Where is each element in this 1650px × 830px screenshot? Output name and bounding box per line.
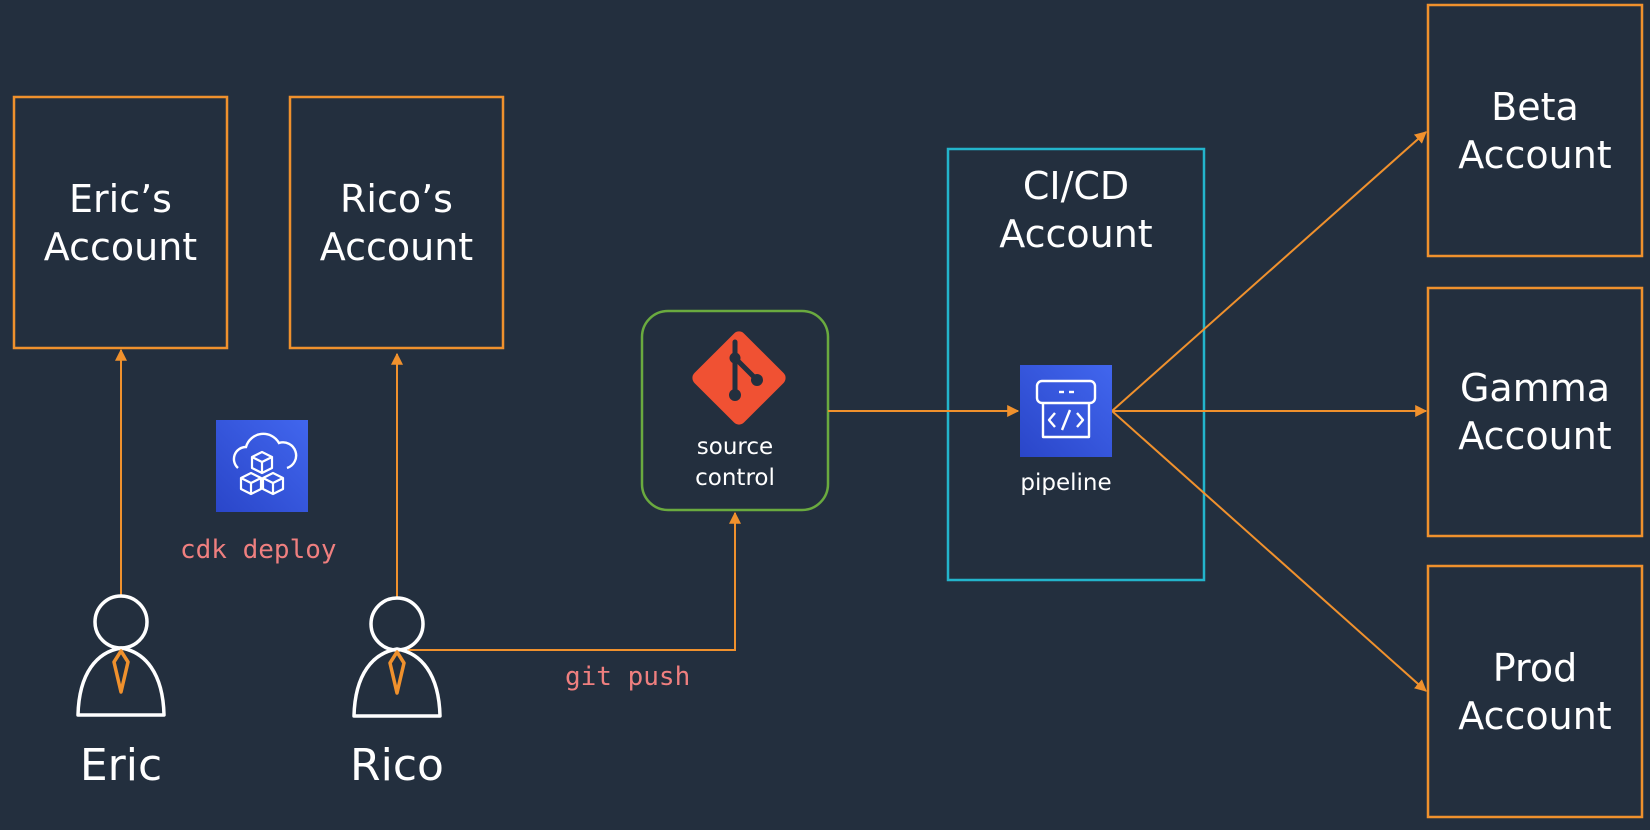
- rico-person-icon: [352, 596, 442, 718]
- eric-account-box: [12, 95, 229, 350]
- gamma-account-label: Gamma Account: [1458, 366, 1612, 458]
- pipeline-to-beta-arrow: [1111, 131, 1427, 412]
- beta-account-label: Beta Account: [1458, 84, 1612, 177]
- code-pipeline-icon: [1020, 365, 1112, 457]
- git-push-arrow: [408, 511, 741, 651]
- pipeline-to-prod-arrow: [1111, 410, 1427, 692]
- cdk-deploy-label: cdk deploy: [180, 535, 337, 565]
- rico-account-box: [288, 95, 505, 350]
- cicd-account-box: [946, 147, 1206, 582]
- rico-name: Rico: [350, 740, 444, 791]
- prod-account-label: Prod Account: [1458, 645, 1612, 738]
- eric-account-label: Eric’s Account: [43, 176, 198, 269]
- rico-account-label: Rico’s Account: [319, 176, 474, 269]
- beta-account-box: [1426, 3, 1644, 258]
- eric-name: Eric: [79, 740, 163, 791]
- git-logo-icon: [692, 331, 786, 425]
- pipeline-label: pipeline: [1020, 470, 1112, 496]
- cicd-account-label: CI/CD Account: [999, 164, 1153, 256]
- cdk-cloud-cubes-icon: [216, 420, 308, 512]
- gamma-account-box: [1426, 286, 1644, 538]
- eric-person-icon: [76, 594, 166, 717]
- prod-account-box: [1426, 564, 1644, 819]
- git-push-label: git push: [565, 662, 691, 692]
- source-control-label: source control: [695, 434, 775, 491]
